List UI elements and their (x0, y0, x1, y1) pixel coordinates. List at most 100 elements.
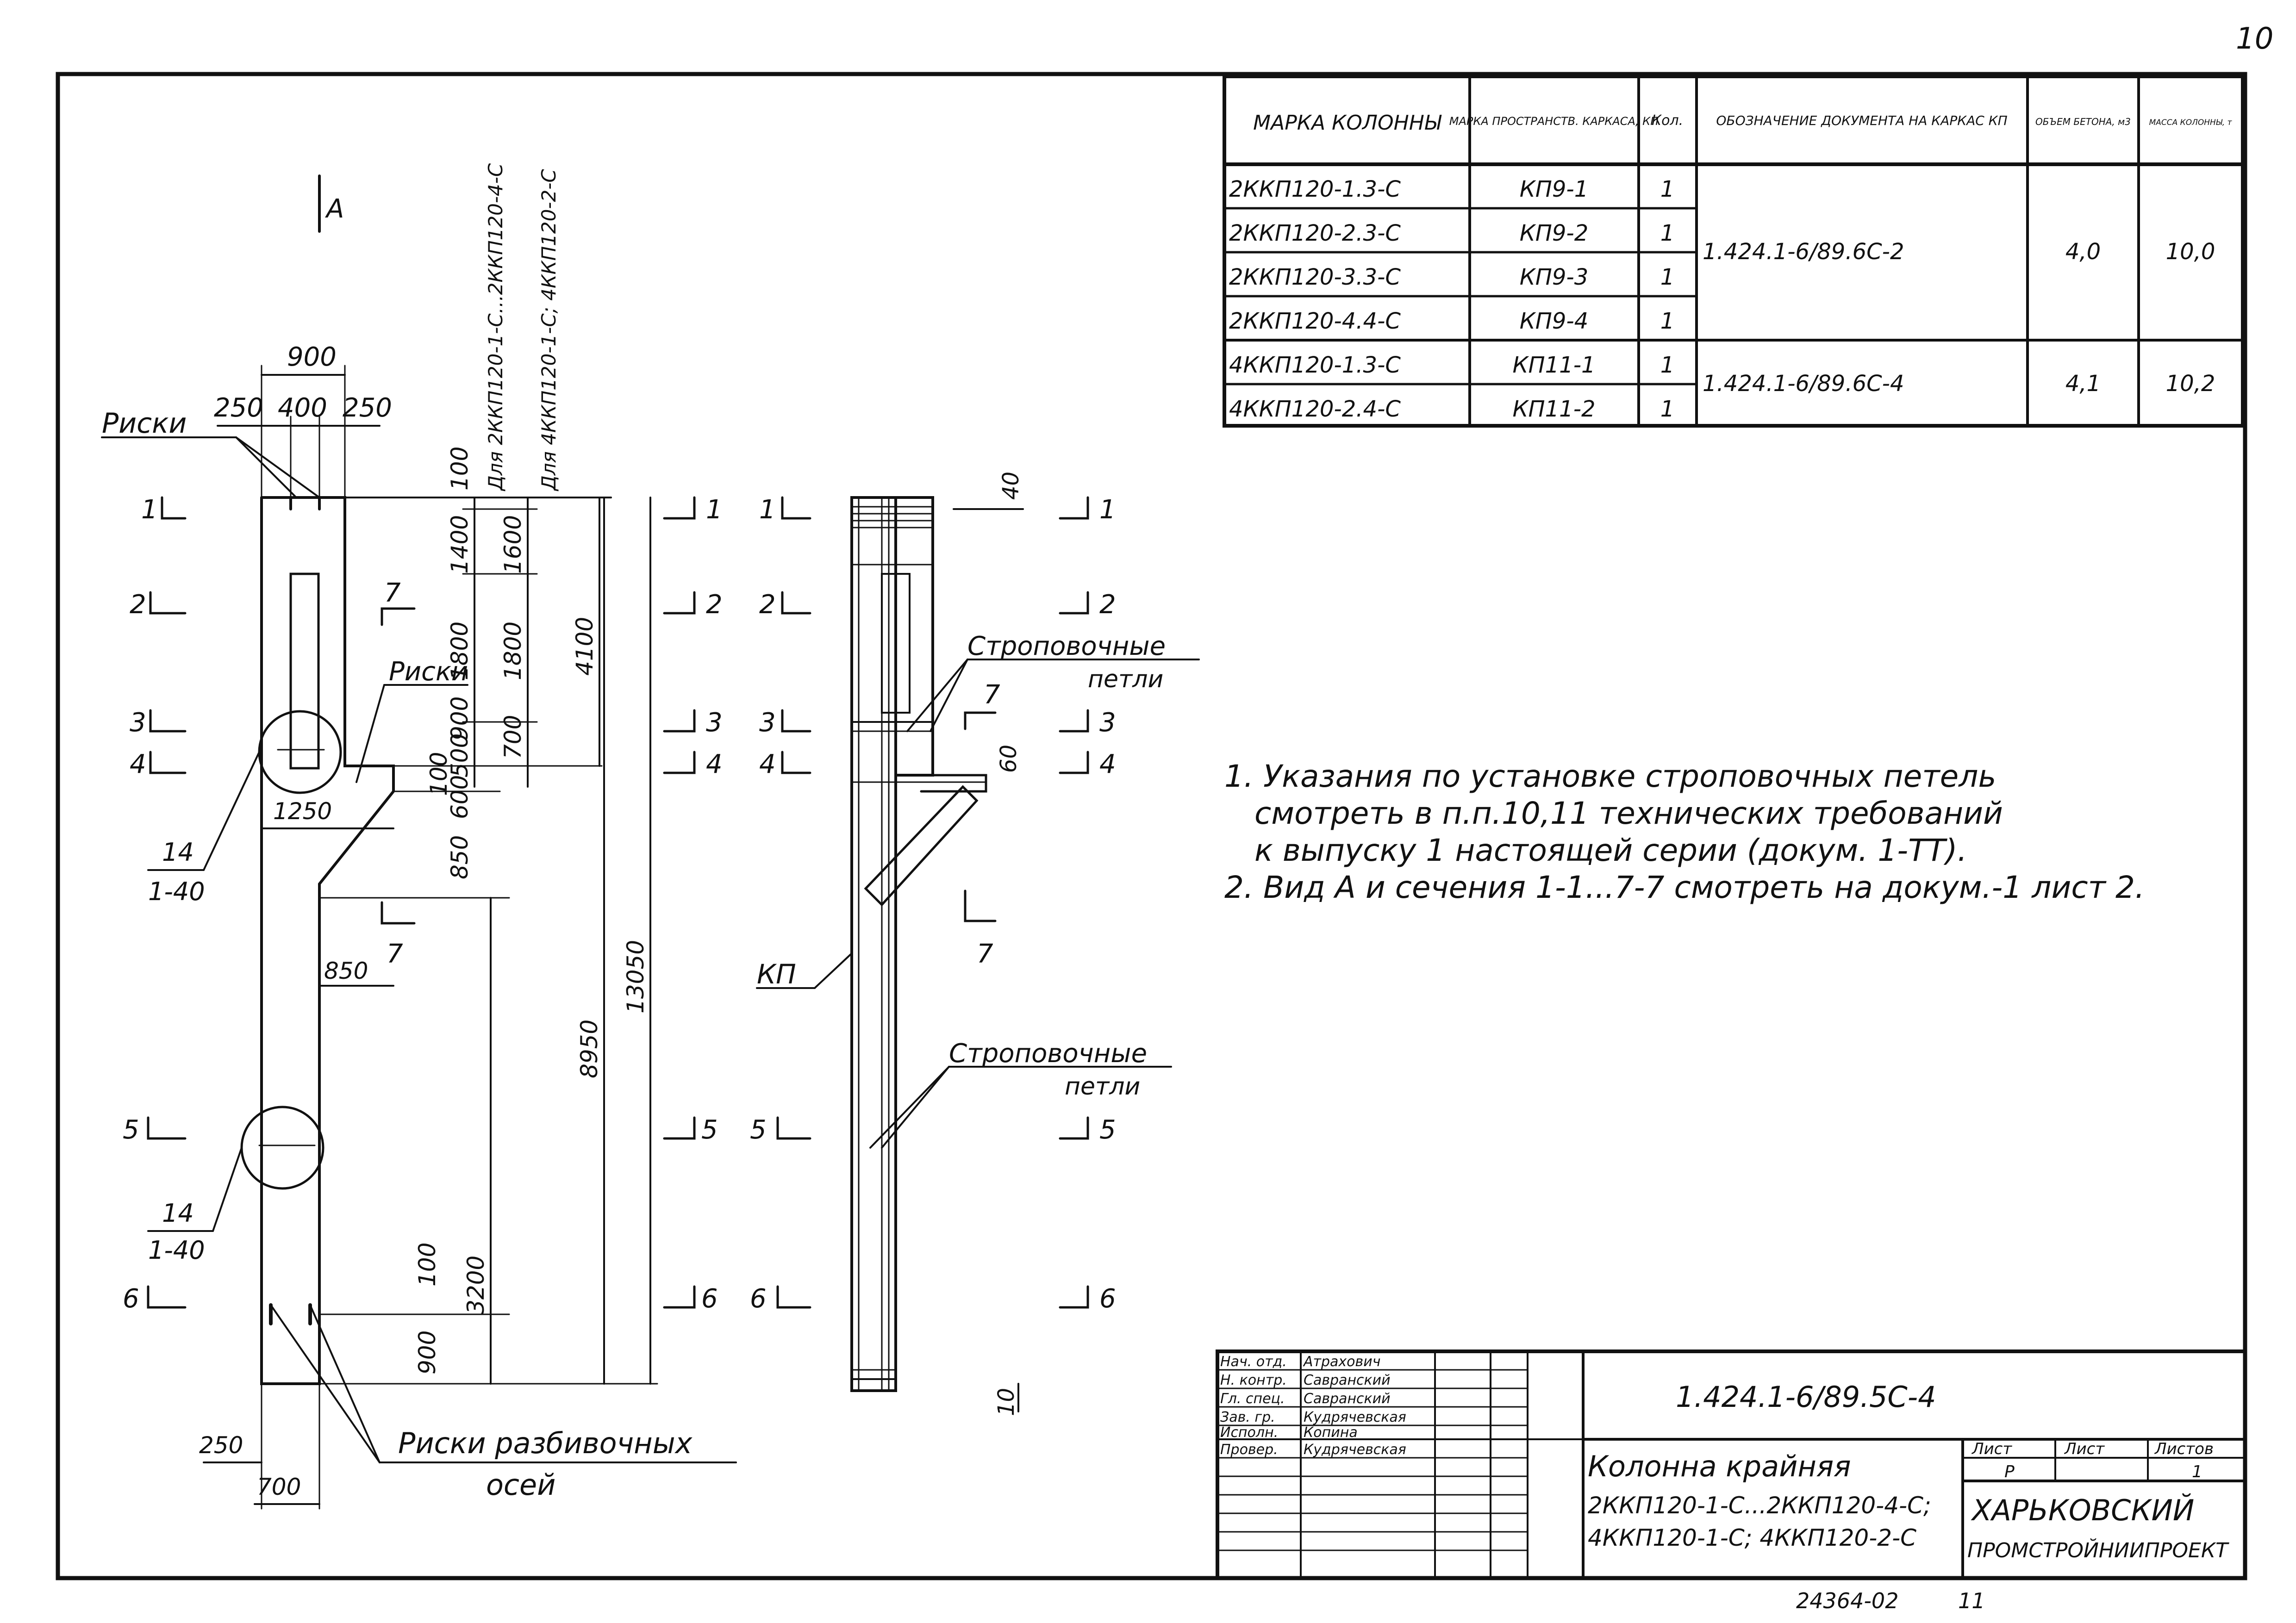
dim-60: 60 (996, 745, 1022, 773)
title-block: Нач. отд. Н. контр. Гл. спец. Зав. гр. И… (1216, 1349, 2247, 1580)
dim-1600: 1600 (499, 515, 526, 574)
label-riski-axes: Риски разбивочных (398, 1426, 693, 1460)
section-mark: 7 (977, 939, 993, 969)
note-line: смотреть в п.п.10,11 технических требова… (1254, 796, 2003, 831)
dim-250: 250 (214, 393, 263, 423)
section-mark: 5 (123, 1115, 139, 1145)
dim-100: 100 (425, 752, 452, 796)
sheet-mark: 11 (1958, 1588, 1985, 1613)
dim-100: 100 (446, 447, 473, 491)
group-doc: 1.424.1-6/89.6С-2 (1703, 239, 1904, 265)
group-mass: 10,0 (2166, 239, 2215, 265)
row-frame: КП9-1 (1520, 176, 1589, 202)
name-label: Копина (1304, 1424, 1358, 1441)
section-mark: 5 (750, 1115, 767, 1145)
view-mark: А (325, 194, 344, 224)
group-doc: 1.424.1-6/89.6С-4 (1703, 371, 1904, 397)
column-side-view: 40 60 10 Строповочные петли Строповочные… (750, 472, 1200, 1416)
dim-700: 700 (499, 715, 526, 759)
section-mark: 3 (1099, 708, 1116, 738)
sheet-label: Лист (2064, 1440, 2105, 1458)
doc-title: 4ККП120-1-С; 4ККП120-2-С (1588, 1524, 1916, 1551)
section-mark: 4 (1099, 749, 1116, 779)
dim-900: 900 (414, 1331, 441, 1374)
label-loops: петли (1065, 1073, 1140, 1101)
section-mark: 5 (1099, 1115, 1116, 1145)
label-kp: КП (757, 958, 796, 990)
role-label: Исполн. (1220, 1424, 1278, 1441)
archive-number: 24364-02 (1796, 1588, 1898, 1613)
row-qty: 1 (1660, 352, 1675, 378)
section-mark: 5 (701, 1115, 718, 1145)
note-line: 1. Указания по установке строповочных пе… (1224, 759, 1996, 794)
section-mark: 1 (759, 495, 776, 525)
vertical-note: Для 4ККП120-1-С; 4ККП120-2-С (537, 169, 560, 491)
section-mark: 3 (759, 708, 776, 738)
notes: 1. Указания по установке строповочных пе… (1224, 759, 2145, 905)
section-mark: 2 (706, 590, 723, 620)
role-label: Н. контр. (1220, 1372, 1287, 1388)
doc-title: 2ККП120-1-С...2ККП120-4-С; (1588, 1492, 1931, 1519)
section-mark: 4 (759, 749, 776, 779)
section-mark: 4 (130, 749, 146, 779)
note-line: к выпуску 1 настоящей серии (докум. 1-ТТ… (1254, 833, 1967, 868)
section-mark: 2 (1099, 590, 1116, 620)
role-label: Провер. (1220, 1442, 1278, 1458)
label-loops: петли (1088, 665, 1163, 693)
group-mass: 10,2 (2166, 371, 2215, 397)
dim-700: 700 (257, 1474, 301, 1500)
header-volume: ОБЪЕМ БЕТОНА, м3 (2035, 116, 2131, 127)
dim-10: 10 (993, 1388, 1019, 1416)
name-label: Кудрячевская (1304, 1442, 1406, 1458)
label-riski: Риски (102, 407, 187, 440)
section-mark: 7 (384, 578, 401, 608)
section-mark: 7 (984, 680, 1000, 710)
row-mark: 4ККП120-1.3-С (1229, 352, 1401, 378)
dim-1250: 1250 (273, 798, 332, 825)
row-qty: 1 (1660, 308, 1675, 334)
dim-900: 900 (287, 342, 337, 372)
dim-1800: 1800 (446, 622, 473, 680)
row-mark: 4ККП120-2.4-С (1229, 396, 1401, 422)
group-volume: 4,0 (2065, 239, 2101, 265)
row-frame: КП9-2 (1520, 220, 1589, 246)
vertical-note: Для 2ККП120-1-С...2ККП120-4-С (484, 163, 507, 491)
row-mark: 2ККП120-4.4-С (1229, 308, 1401, 334)
callout-number: 14 (162, 1199, 194, 1228)
role-label: Нач. отд. (1220, 1354, 1287, 1370)
callout-ref: 1-40 (148, 1236, 205, 1265)
row-qty: 1 (1660, 220, 1675, 246)
doc-title: Колонна крайняя (1588, 1449, 1851, 1483)
dim-900: 900 (446, 696, 473, 740)
dim-4100: 4100 (571, 617, 598, 676)
dim-400: 400 (278, 393, 327, 423)
name-label: Кудрячевская (1304, 1409, 1406, 1425)
section-mark: 3 (706, 708, 723, 738)
org-name: ХАРЬКОВСКИЙ (1971, 1493, 2194, 1527)
row-frame: КП9-4 (1520, 308, 1589, 334)
dim-500: 500 (446, 734, 473, 777)
sheets-label: Листов (2154, 1440, 2214, 1458)
group-volume: 4,1 (2065, 371, 2101, 397)
header-mass: МАССА КОЛОННЫ, т (2149, 118, 2233, 127)
section-mark: 1 (141, 495, 158, 525)
role-label: Зав. гр. (1220, 1409, 1275, 1425)
section-mark: 6 (1099, 1284, 1116, 1314)
label-riski: Риски (389, 657, 468, 687)
label-riski-axes: осей (486, 1468, 555, 1502)
dim-250: 250 (343, 393, 392, 423)
section-mark: 2 (130, 590, 146, 620)
row-mark: 2ККП120-3.3-С (1229, 264, 1401, 290)
header-qty: Кол. (1652, 112, 1683, 129)
section-mark: 6 (701, 1284, 718, 1314)
row-mark: 2ККП120-2.3-С (1229, 220, 1401, 246)
dim-850: 850 (324, 958, 368, 984)
dim-1800: 1800 (499, 622, 526, 680)
org-name: ПРОМСТРОЙНИИПРОЕКТ (1967, 1538, 2229, 1562)
doc-code: 1.424.1-6/89.5С-4 (1676, 1380, 1936, 1414)
dim-3200: 3200 (462, 1256, 489, 1314)
role-label: Гл. спец. (1220, 1391, 1285, 1407)
sheets-value: 1 (2192, 1462, 2202, 1481)
dim-40: 40 (998, 472, 1024, 500)
name-label: Савранский (1304, 1391, 1391, 1407)
